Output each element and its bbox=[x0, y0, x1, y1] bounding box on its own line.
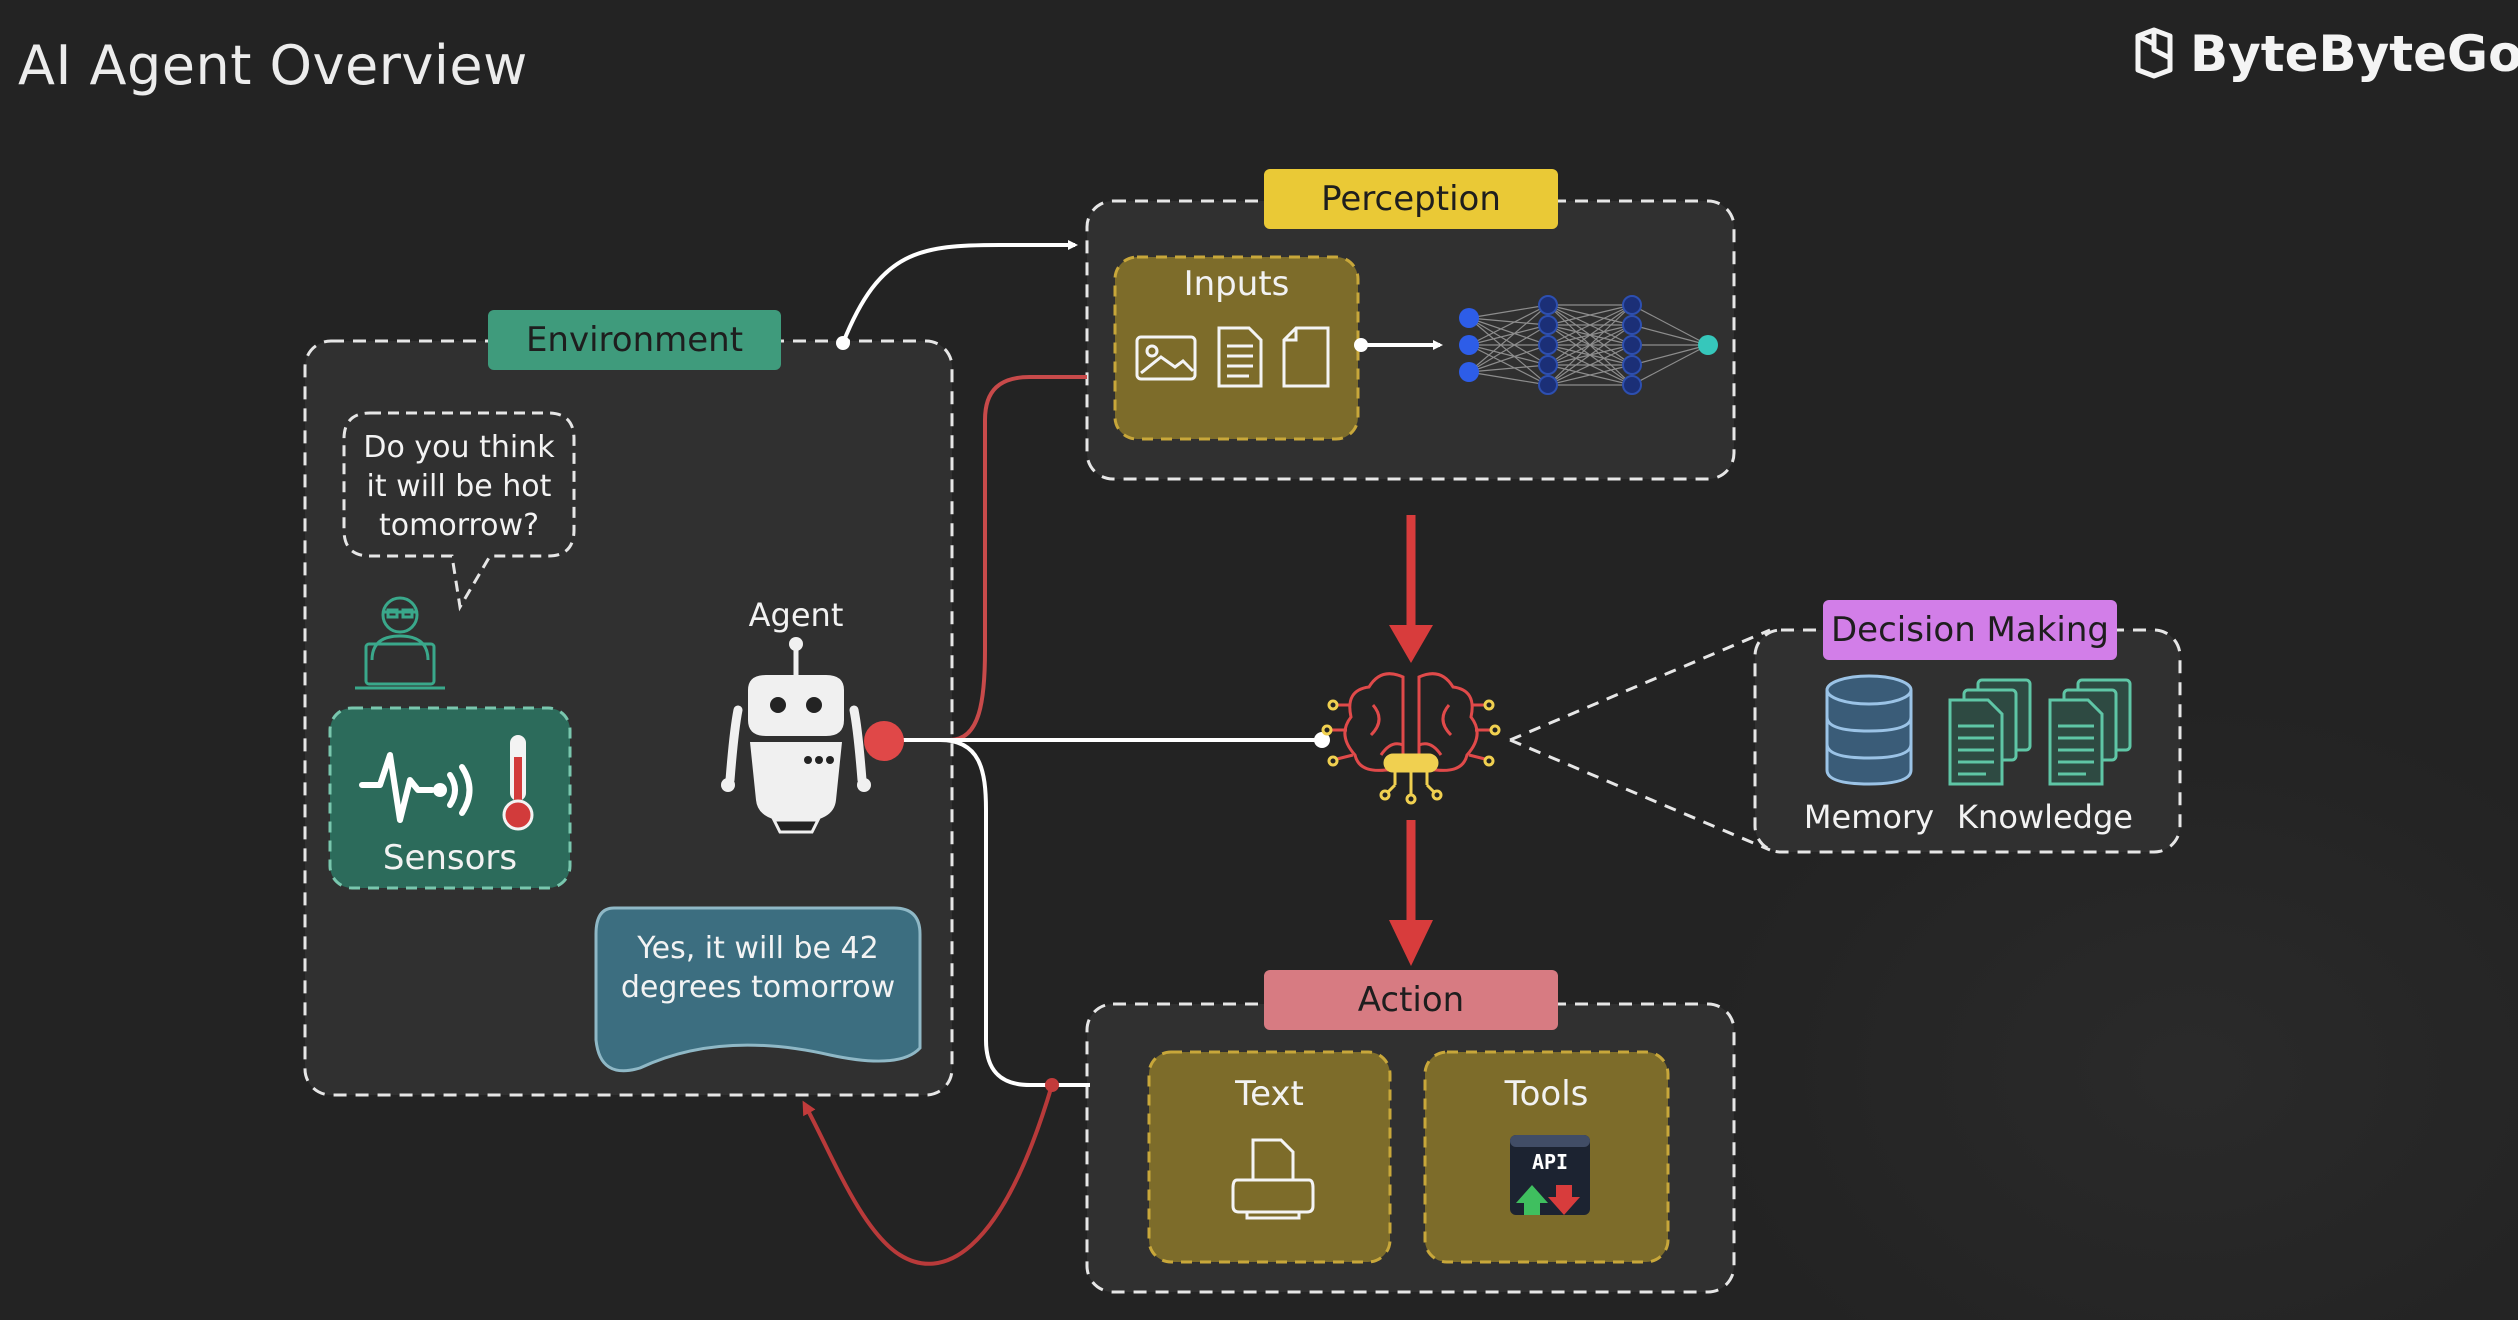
inputs-label: Inputs bbox=[1183, 264, 1290, 304]
environment-tag: Environment bbox=[488, 310, 781, 370]
neural-edge bbox=[1468, 317, 1549, 326]
neural-node bbox=[1698, 335, 1718, 355]
neural-edge bbox=[1468, 364, 1549, 373]
robot-agent-icon bbox=[721, 637, 871, 834]
agent-label: Agent bbox=[748, 596, 844, 634]
neural-edge bbox=[1468, 324, 1549, 373]
action-tag: Action bbox=[1264, 970, 1558, 1030]
neural-edge bbox=[1631, 304, 1709, 346]
memory-label: Memory bbox=[1803, 798, 1935, 836]
neural-edge bbox=[1468, 304, 1549, 346]
neural-node bbox=[1622, 315, 1642, 335]
neural-nodes bbox=[1459, 295, 1718, 395]
neural-node bbox=[1622, 375, 1642, 395]
arrow-head bbox=[1389, 625, 1433, 663]
text-box bbox=[1147, 1050, 1392, 1264]
neural-node bbox=[1538, 315, 1558, 335]
question-bubble bbox=[342, 411, 576, 612]
database-icon bbox=[1825, 674, 1913, 786]
neural-edge bbox=[1468, 317, 1549, 386]
knowledge-docs-icon-1 bbox=[1948, 678, 2032, 786]
waveform-icon bbox=[359, 752, 473, 823]
page-title: AI Agent Overview bbox=[18, 34, 528, 97]
question-text: Do you think it will be hot tomorrow? bbox=[363, 430, 555, 543]
api-label: API bbox=[1531, 1150, 1569, 1174]
neural-edge bbox=[1547, 324, 1633, 386]
agent-to-action-connector bbox=[939, 738, 1090, 1087]
brain-icon bbox=[1321, 672, 1501, 805]
knowledge-label: Knowledge bbox=[1957, 798, 2133, 836]
action-to-environment-arrow bbox=[802, 1084, 1054, 1266]
neural-edge bbox=[1468, 317, 1549, 366]
neural-edge bbox=[1547, 304, 1633, 326]
brand-logo: ByteByteGo bbox=[2130, 22, 2518, 86]
neural-node bbox=[1538, 375, 1558, 395]
document-icon bbox=[1217, 326, 1263, 388]
arrow-head bbox=[1389, 920, 1433, 966]
neural-edge bbox=[1547, 304, 1633, 366]
neural-edge bbox=[1468, 317, 1549, 346]
neural-edge bbox=[1468, 371, 1549, 386]
text-output-icon bbox=[1231, 1138, 1315, 1220]
neural-edge bbox=[1631, 344, 1709, 366]
agent-to-perception-connector bbox=[888, 375, 1087, 742]
neural-edge bbox=[1547, 304, 1633, 386]
neural-node bbox=[1538, 295, 1558, 315]
neural-edge bbox=[1468, 324, 1549, 346]
neural-edge bbox=[1468, 344, 1549, 373]
decision-making-tag: Decision Making bbox=[1823, 600, 2117, 660]
neural-node bbox=[1622, 295, 1642, 315]
answer-text: Yes, it will be 42 degrees tomorrow bbox=[620, 931, 896, 1005]
agent-node bbox=[864, 721, 904, 761]
neural-edge bbox=[1631, 344, 1709, 386]
neural-node bbox=[1538, 355, 1558, 375]
neural-edge bbox=[1547, 304, 1633, 346]
connector-dot bbox=[836, 336, 850, 350]
connector-dot bbox=[1314, 732, 1330, 748]
neural-node bbox=[1459, 308, 1479, 328]
inputs-box bbox=[1113, 255, 1360, 441]
neural-node bbox=[1459, 362, 1479, 382]
neural-node bbox=[1622, 335, 1642, 355]
neural-edge bbox=[1547, 364, 1633, 386]
env-to-perception-connector bbox=[841, 240, 1078, 344]
answer-bubble bbox=[594, 906, 922, 1073]
neural-edge bbox=[1468, 304, 1549, 373]
neural-node bbox=[1622, 355, 1642, 375]
sensors-label: Sensors bbox=[382, 838, 518, 878]
neural-edge bbox=[1631, 324, 1709, 346]
neural-node bbox=[1538, 335, 1558, 355]
neural-edge bbox=[1468, 344, 1549, 366]
neural-edge bbox=[1468, 304, 1549, 319]
image-icon bbox=[1135, 335, 1197, 381]
perception-tag: Perception bbox=[1264, 169, 1558, 229]
brain-to-decision-connector bbox=[1509, 628, 1771, 852]
neural-edge bbox=[1468, 344, 1549, 386]
api-icon bbox=[1510, 1135, 1590, 1215]
tools-label: Tools bbox=[1504, 1074, 1589, 1114]
bytebytego-logo-icon bbox=[2135, 27, 2173, 79]
neural-network-icon bbox=[1468, 304, 1709, 386]
neural-node bbox=[1459, 335, 1479, 355]
connector-dot bbox=[1045, 1078, 1059, 1092]
neural-edge bbox=[1547, 344, 1633, 386]
brand-name: ByteByteGo bbox=[2190, 25, 2518, 83]
user-laptop-icon bbox=[355, 596, 445, 690]
thermometer-icon bbox=[502, 735, 534, 831]
knowledge-docs-icon-2 bbox=[2048, 678, 2132, 786]
file-icon bbox=[1282, 326, 1330, 388]
text-label: Text bbox=[1235, 1074, 1304, 1114]
